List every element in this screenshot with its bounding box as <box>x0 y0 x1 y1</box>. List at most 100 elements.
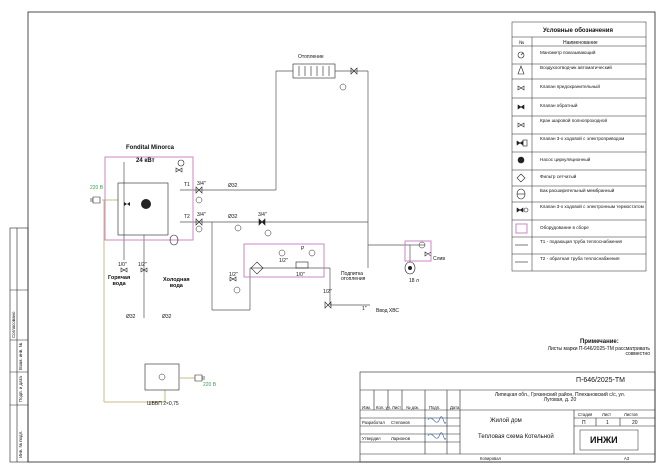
voltage-label: 220 В <box>90 185 104 191</box>
reducer-icon <box>295 261 309 269</box>
boiler-safety-valve-icon <box>175 167 183 173</box>
title-block <box>359 371 656 463</box>
valve-size-label: 1/2" <box>323 289 332 295</box>
ball-valve-icon <box>324 301 332 309</box>
hdr-kol: Кол. уч. <box>376 405 391 410</box>
manometer-icon <box>234 224 242 232</box>
pipe-size-label: Ø32 <box>162 314 172 320</box>
sheets-header: Листов <box>624 412 638 417</box>
boiler-valve-icon <box>124 202 130 206</box>
format-label: А3 <box>624 456 630 461</box>
check-valve-icon <box>258 218 266 226</box>
name-approver: Ларионов <box>391 436 410 441</box>
hdr-izm: Изм. <box>362 405 371 410</box>
tank-assembly-box <box>404 240 432 262</box>
boiler-power: 24 кВт <box>136 158 155 164</box>
boiler-pump-icon <box>141 199 151 209</box>
three-way-valve-electric-icon <box>516 139 528 147</box>
role-approver: Утвердил <box>362 436 381 441</box>
side-inv-orig-label: Инв. № подл. <box>18 430 23 458</box>
valve-size-label: 1/0" <box>296 272 305 278</box>
circulation-pump-icon <box>517 156 525 164</box>
manometer-icon <box>264 229 272 237</box>
heating-feed-label: Подпитка отопления <box>341 271 366 283</box>
pipe-size-label: Ø32 <box>228 214 238 220</box>
air-vent-icon <box>517 65 525 75</box>
legend-col-name: Наименование <box>563 40 598 46</box>
valve-size-label: 3/4" <box>258 212 267 218</box>
tank-volume-label: 18 л <box>409 278 419 284</box>
expansion-tank-icon <box>516 188 526 200</box>
boiler-assembly-box <box>104 156 194 241</box>
voltage-label: 220 В <box>203 382 217 388</box>
legend-item-label: Клапан предохранительный <box>540 84 600 89</box>
note-text: Листы марки П-646/2025-ТМ рассматривать … <box>547 346 650 358</box>
check-valve-icon <box>517 104 525 110</box>
legend-table <box>511 21 647 272</box>
manometer-icon <box>418 241 426 249</box>
name-developer: Степанов <box>391 420 410 425</box>
sheet-header: Лист <box>602 412 612 417</box>
ball-valve-icon <box>195 218 203 226</box>
signature-mark <box>427 416 447 440</box>
drain-valve-icon <box>424 251 432 257</box>
legend-item-label: Клапан обратный <box>540 103 578 108</box>
ball-valve-icon <box>195 186 203 194</box>
pipe-size-label: Ø32 <box>228 183 238 189</box>
legend-item-label: Т1 - подающая труба теплоснабжения <box>540 239 623 244</box>
company-logo <box>579 429 639 451</box>
ball-valve-icon <box>140 267 148 273</box>
t1-label: T1 <box>184 182 190 188</box>
expansion-tank-icon <box>404 261 416 275</box>
sheets-value: 20 <box>632 420 638 426</box>
boiler-tank-icon <box>169 234 179 246</box>
valve-size-label: 3/4" <box>197 181 206 187</box>
heating-label: Отопление <box>298 54 324 60</box>
doc-code: П-646/2025-ТМ <box>576 377 625 384</box>
radiator <box>292 63 336 79</box>
boiler-gauge-icon <box>177 159 185 167</box>
filter-assembly-box <box>243 243 325 278</box>
note-title: Примечание: <box>580 339 619 345</box>
hdr-doc: № док. <box>406 405 420 410</box>
cold-water-lines <box>102 199 195 403</box>
assembly-box-icon <box>515 223 528 234</box>
legend-title: Условные обозначения <box>543 28 613 34</box>
filter-gauge-icon <box>278 249 286 257</box>
mesh-filter-icon <box>516 173 526 183</box>
valve-size-label: 1/0" <box>118 262 127 268</box>
relief-valve-icon <box>229 276 237 282</box>
safety-valve-icon <box>517 85 525 91</box>
company-logo-text: ИНЖИ <box>590 435 618 445</box>
manometer-icon <box>233 286 241 294</box>
drain-label: Слив <box>433 256 445 262</box>
valve-size-label: 1/2" <box>279 258 288 264</box>
t2-label: T2 <box>184 214 190 220</box>
side-agreed-label: Согласовано <box>11 311 16 338</box>
valve-size-label: 1/2" <box>229 272 238 278</box>
legend-item-label: Воздухоотводчик автоматический <box>540 65 612 70</box>
mesh-filter-icon <box>250 261 264 275</box>
legend-item-label: Т2 - обратная труба теплоснабжения <box>540 256 620 261</box>
ball-valve-icon <box>517 122 525 128</box>
legend-col-num: № <box>519 40 525 46</box>
hdr-date: Дата <box>450 405 460 410</box>
side-strip <box>9 227 29 463</box>
p-gauge-label: P <box>301 246 305 252</box>
power-plug-icon <box>194 374 205 382</box>
legend-item-label: Кран шаровой полнопроходной <box>540 118 608 123</box>
legend-item-label: Клапан 3-х ходовой с электронным термост… <box>540 204 644 209</box>
hdr-list: Лист <box>392 405 402 410</box>
boiler-body <box>117 182 169 236</box>
boiler-name: Fondital Minorca <box>126 145 174 151</box>
hot-water-label: Горячая вода <box>108 275 131 287</box>
valve-size-label: 3/4" <box>197 212 206 218</box>
address-text: Липецкая обл., Грязинский район, Плехано… <box>494 392 626 404</box>
water-heater-gauge-icon <box>158 373 166 381</box>
legend-item-label: Оборудование в сборе <box>540 225 589 230</box>
role-developer: Разработал <box>362 420 385 425</box>
ball-valve-icon <box>120 267 128 273</box>
water-heater-box <box>144 363 180 391</box>
